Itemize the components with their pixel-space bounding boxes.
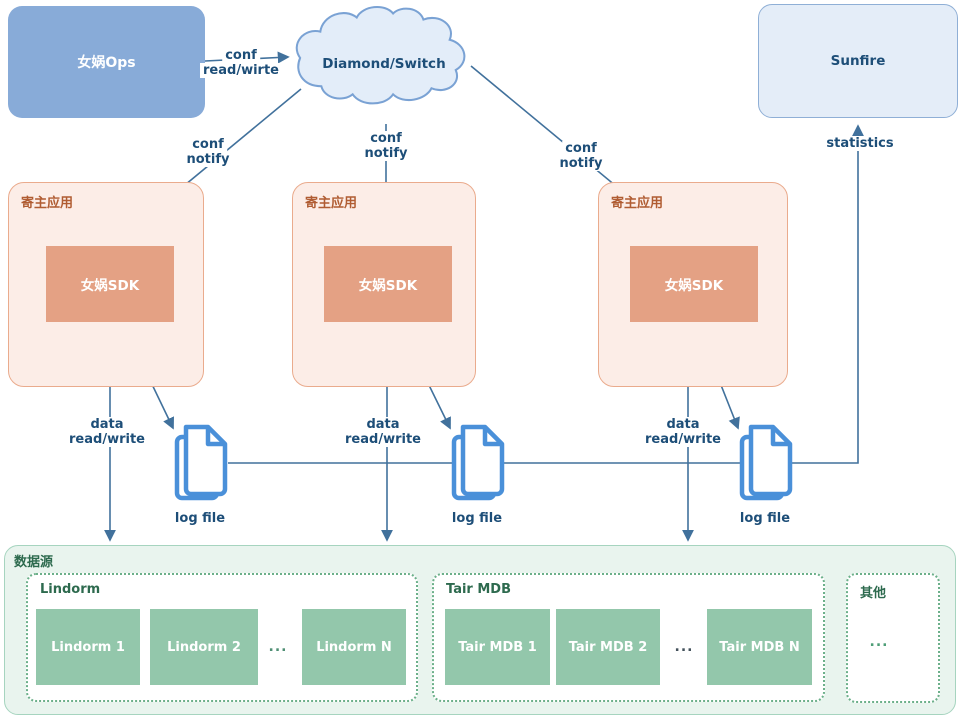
cloud-icon	[295, 6, 466, 105]
edge-label-data-rw-2b: read/write	[342, 432, 424, 447]
sunfire-label: Sunfire	[830, 53, 886, 69]
edge-label-conf-notify-2a: conf	[367, 131, 405, 146]
edge-label-conf-notify-1b: notify	[183, 152, 233, 167]
other-group: 其他	[846, 573, 940, 703]
host-app-label: 寄主应用	[21, 196, 74, 211]
lindorm-ellipsis: ...	[268, 639, 288, 655]
nuwa-ops-label: 女娲Ops	[77, 55, 136, 71]
diamond-switch-node: Diamond/Switch	[288, 2, 480, 126]
nuwa-sdk-node-1: 女娲SDK	[46, 246, 174, 322]
nuwa-sdk-label: 女娲SDK	[664, 278, 724, 294]
other-ellipsis: ...	[869, 634, 889, 650]
log-file-icon	[739, 424, 793, 501]
datasource-label: 数据源	[14, 555, 54, 570]
edge-label-conf-notify-3a: conf	[562, 141, 600, 156]
lindorm-cell-n: Lindorm N	[302, 609, 406, 685]
nuwa-sdk-node-2: 女娲SDK	[324, 246, 452, 322]
edge-logfiles-to-sunfire	[228, 124, 864, 464]
edge-label-data-rw-1b: read/write	[66, 432, 148, 447]
host-app-label: 寄主应用	[305, 196, 358, 211]
tair-mdb-cell-2: Tair MDB 2	[556, 609, 660, 685]
tair-mdb-cell-1: Tair MDB 1	[445, 609, 550, 685]
log-file-label-1: log file	[174, 511, 226, 526]
tair-mdb-ellipsis: ...	[674, 639, 694, 655]
edge-label-conf-read-write-1: conf	[222, 48, 260, 63]
host-app-label: 寄主应用	[611, 196, 664, 211]
edge-label-statistics: statistics	[823, 136, 897, 151]
tair-mdb-group-label: Tair MDB	[446, 582, 511, 597]
nuwa-sdk-node-3: 女娲SDK	[630, 246, 758, 322]
nuwa-sdk-label: 女娲SDK	[80, 278, 140, 294]
log-file-icon	[451, 424, 505, 501]
nuwa-ops-node: 女娲Ops	[8, 6, 205, 118]
diamond-switch-label: Diamond/Switch	[322, 56, 446, 72]
log-file-label-3: log file	[739, 511, 791, 526]
lindorm-group-label: Lindorm	[40, 582, 101, 597]
tair-mdb-cell-n: Tair MDB N	[707, 609, 812, 685]
other-group-label: 其他	[860, 586, 887, 601]
log-file-label-2: log file	[451, 511, 503, 526]
edge-label-conf-read-write-2: read/wirte	[200, 63, 282, 78]
edge-label-conf-notify-3b: notify	[556, 156, 606, 171]
edge-label-conf-notify-2b: notify	[361, 146, 411, 161]
nuwa-sdk-label: 女娲SDK	[358, 278, 418, 294]
edge-label-conf-notify-1a: conf	[189, 137, 227, 152]
log-file-icon	[174, 424, 228, 501]
edge-label-data-rw-3a: data	[663, 417, 703, 432]
edge-label-data-rw-1a: data	[87, 417, 127, 432]
sunfire-node: Sunfire	[758, 4, 958, 118]
cloud-shape	[288, 2, 480, 126]
edge-label-data-rw-3b: read/write	[642, 432, 724, 447]
lindorm-cell-2: Lindorm 2	[150, 609, 258, 685]
lindorm-cell-1: Lindorm 1	[36, 609, 140, 685]
edge-label-data-rw-2a: data	[363, 417, 403, 432]
